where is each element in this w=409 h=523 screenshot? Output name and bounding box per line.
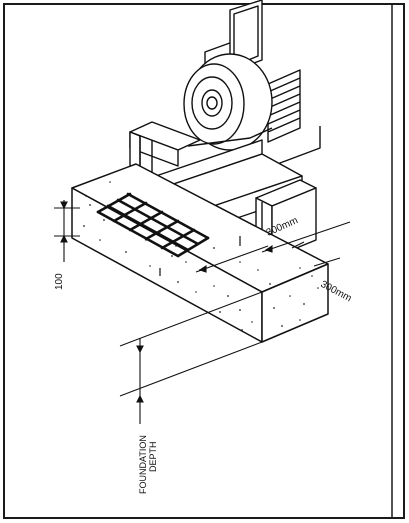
dim-side <box>195 245 341 273</box>
concrete-block <box>71 163 329 343</box>
dim-top <box>261 221 351 253</box>
dim-slab <box>54 200 80 262</box>
label-slab: 100 <box>54 273 65 290</box>
border <box>3 3 405 519</box>
fin-stack <box>267 69 301 143</box>
label-foundation: FOUNDATION <box>138 435 148 494</box>
label-depth: DEPTH <box>148 441 158 472</box>
rebar-mesh <box>96 192 210 258</box>
block-side-face <box>261 263 329 343</box>
machine <box>183 0 321 173</box>
dim-foundation-depth <box>119 291 263 424</box>
bolt-marks <box>159 236 241 276</box>
